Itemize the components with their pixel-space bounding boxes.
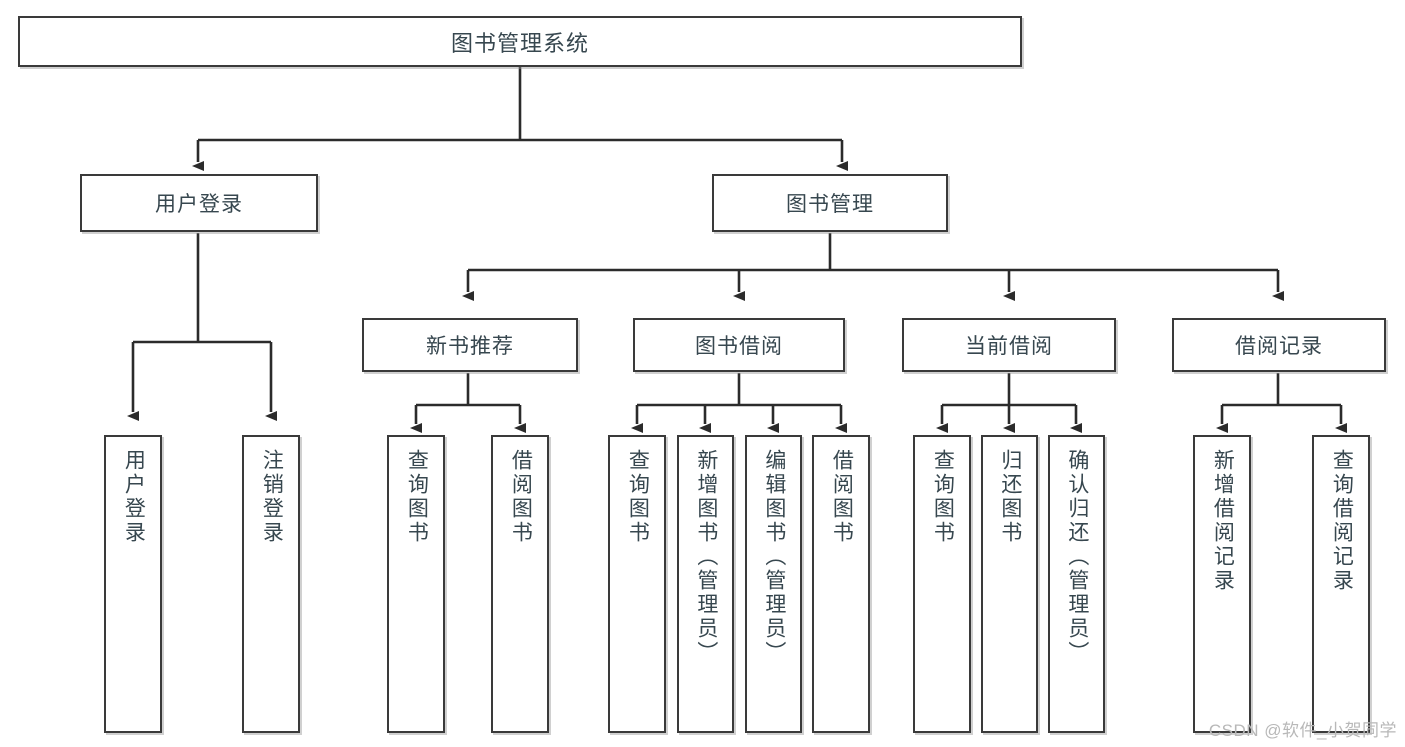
- node-root-label: 图书管理系统: [450, 30, 589, 56]
- leaf-label: 确认归还（管理员）: [1065, 449, 1089, 665]
- node-borrow-record-label: 借阅记录: [1235, 335, 1323, 358]
- leaf-label: 查询图书: [405, 449, 429, 545]
- node-current-borrow-label: 当前借阅: [965, 335, 1053, 358]
- node-book-borrow[interactable]: 图书借阅: [633, 318, 845, 372]
- leaf-label: 借阅图书: [830, 449, 854, 545]
- leaf-label: 查询图书: [931, 449, 955, 545]
- leaf-label: 查询图书: [626, 449, 650, 545]
- node-new-book-recommend-label: 新书推荐: [426, 335, 514, 358]
- leaf-label: 注销登录: [260, 449, 284, 545]
- leaf-book-borrow-query-book[interactable]: 查询图书: [608, 435, 666, 733]
- node-user-login[interactable]: 用户登录: [80, 174, 318, 232]
- leaf-label: 新增图书（管理员）: [694, 449, 718, 665]
- node-current-borrow[interactable]: 当前借阅: [902, 318, 1116, 372]
- leaf-current-borrow-query-book[interactable]: 查询图书: [913, 435, 971, 733]
- node-borrow-record[interactable]: 借阅记录: [1172, 318, 1386, 372]
- leaf-user-login-login[interactable]: 用户登录: [104, 435, 162, 733]
- leaf-user-login-logout[interactable]: 注销登录: [242, 435, 300, 733]
- leaf-label: 查询借阅记录: [1330, 449, 1354, 593]
- leaf-borrow-record-add-record[interactable]: 新增借阅记录: [1193, 435, 1251, 733]
- leaf-label: 编辑图书（管理员）: [762, 449, 786, 665]
- leaf-label: 归还图书: [998, 449, 1022, 545]
- leaf-book-borrow-add-book[interactable]: 新增图书（管理员）: [677, 435, 734, 733]
- node-user-login-label: 用户登录: [155, 193, 243, 216]
- node-book-borrow-label: 图书借阅: [695, 335, 783, 358]
- node-book-management-label: 图书管理: [786, 193, 874, 216]
- leaf-book-borrow-edit-book[interactable]: 编辑图书（管理员）: [745, 435, 802, 733]
- leaf-new-book-query-book[interactable]: 查询图书: [387, 435, 445, 733]
- leaf-label: 借阅图书: [509, 449, 533, 545]
- node-root[interactable]: 图书管理系统: [18, 16, 1022, 67]
- leaf-label: 用户登录: [122, 449, 146, 545]
- node-new-book-recommend[interactable]: 新书推荐: [362, 318, 578, 372]
- leaf-current-borrow-confirm-return[interactable]: 确认归还（管理员）: [1048, 435, 1105, 733]
- leaf-book-borrow-borrow-book[interactable]: 借阅图书: [812, 435, 870, 733]
- leaf-borrow-record-query-record[interactable]: 查询借阅记录: [1312, 435, 1370, 733]
- leaf-current-borrow-return-book[interactable]: 归还图书: [981, 435, 1038, 733]
- csdn-watermark: CSDN @软件_小贺同学: [1208, 721, 1397, 740]
- leaf-label: 新增借阅记录: [1211, 449, 1235, 593]
- leaf-new-book-borrow-book[interactable]: 借阅图书: [491, 435, 549, 733]
- node-book-management[interactable]: 图书管理: [712, 174, 948, 232]
